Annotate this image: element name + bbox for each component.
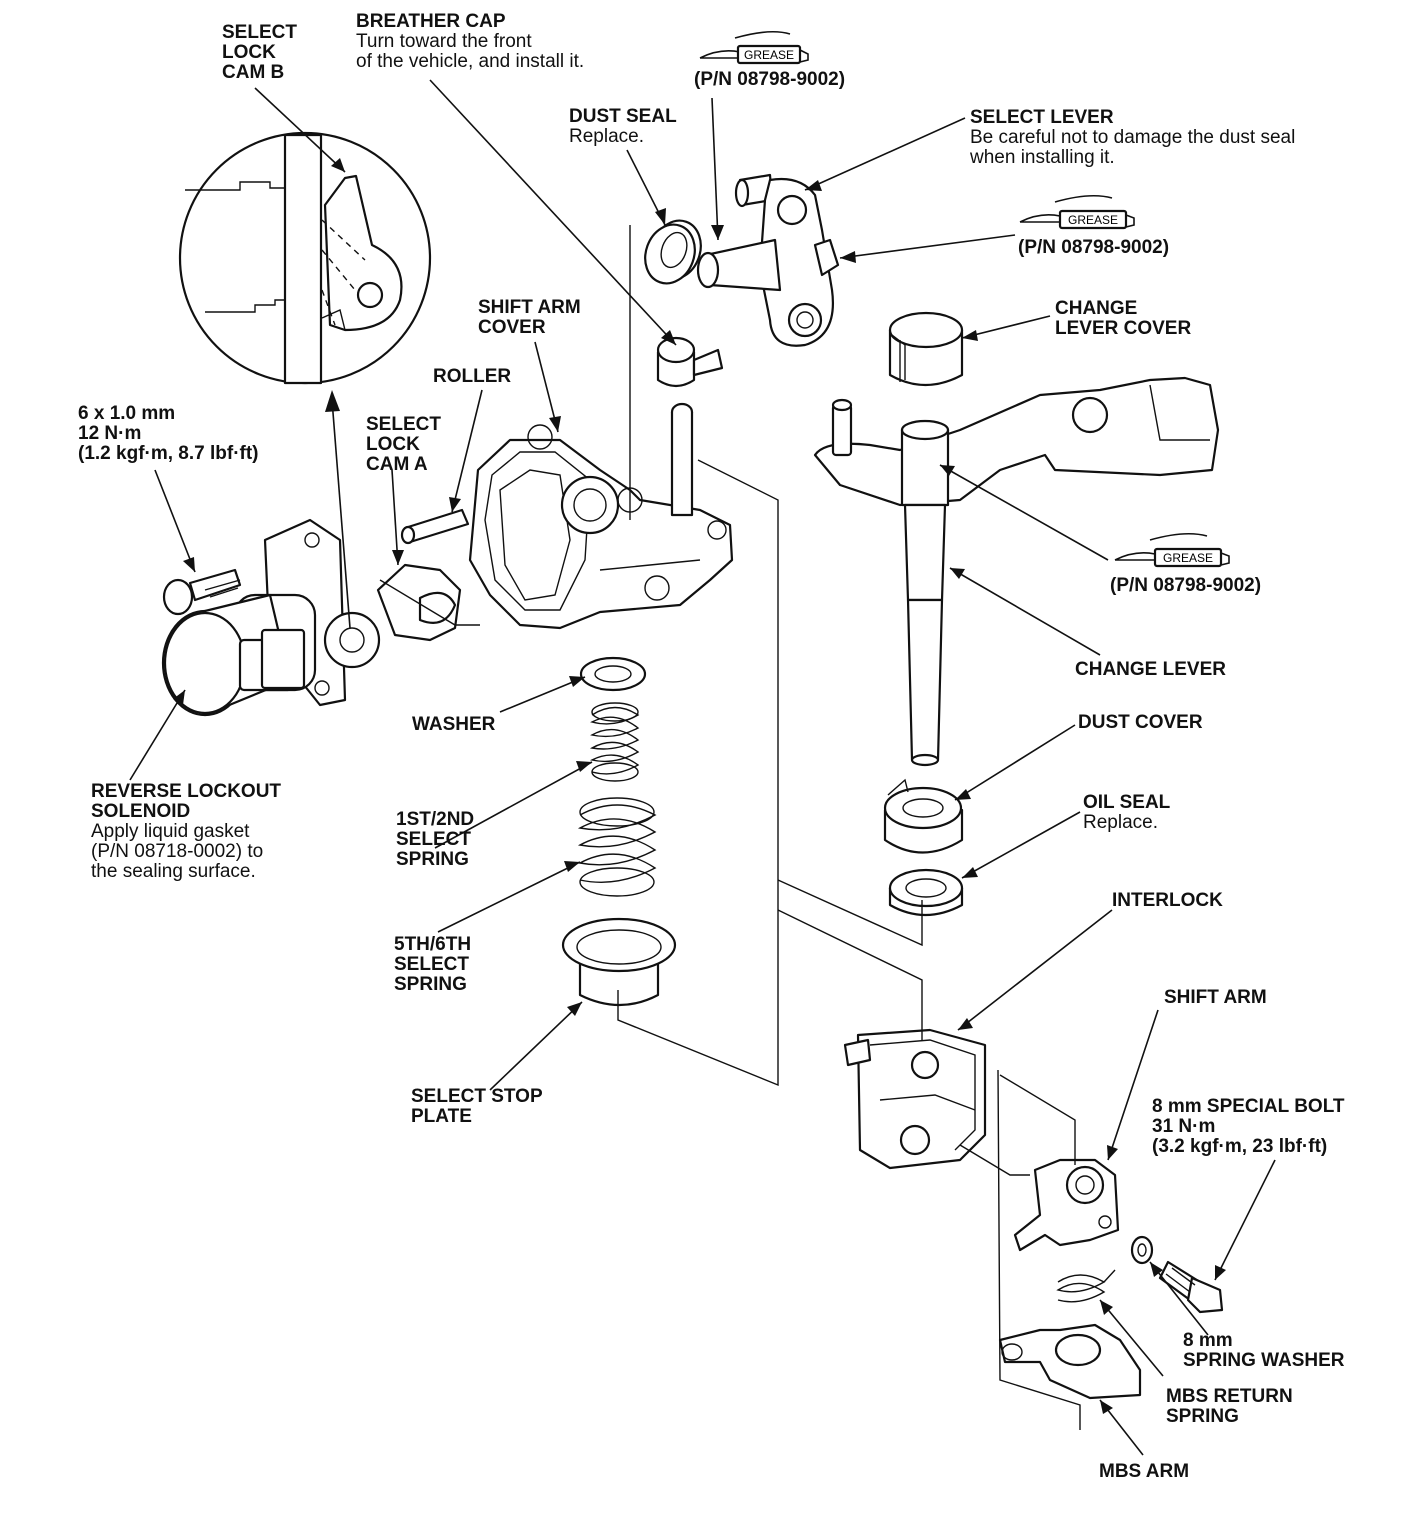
washer: [579, 656, 647, 692]
grease-tag-1: GREASE: [744, 48, 794, 62]
shift-arm: [1013, 1158, 1120, 1252]
label-grease-pn-2: (P/N 08798-9002): [1018, 237, 1170, 258]
dust-seal: [644, 219, 702, 285]
label-dust-cover: DUST COVER: [1078, 712, 1203, 733]
label-shift-arm-cover: SHIFT ARM COVER: [478, 297, 581, 338]
label-change-lever: CHANGE LEVER: [1075, 659, 1226, 680]
grease-tag-3: GREASE: [1163, 551, 1213, 565]
arrowheads: [173, 158, 1226, 1414]
label-mbs-return-spring: MBS RETURN SPRING: [1166, 1386, 1293, 1427]
oil-seal: [888, 868, 964, 916]
label-special-bolt: 8 mm SPECIAL BOLT 31 N·m (3.2 kgf·m, 23 …: [1152, 1096, 1345, 1157]
bolt-6mm: [162, 568, 242, 616]
change-lever-cover: [888, 311, 964, 386]
select-spring-5th-6th: [577, 797, 657, 897]
label-mbs-arm: MBS ARM: [1099, 1461, 1190, 1482]
alignment-lines: [379, 225, 1081, 1430]
label-grease-pn-1: (P/N 08798-9002): [694, 69, 846, 90]
leader-lines: [129, 79, 1276, 1456]
select-spring-1st-2nd: [589, 702, 640, 782]
label-shift-arm: SHIFT ARM: [1164, 987, 1267, 1008]
label-bolt-6mm: 6 x 1.0 mm 12 N·m (1.2 kgf·m, 8.7 lbf·ft…: [78, 403, 259, 464]
grease-tube-3: GREASE: [1114, 532, 1230, 568]
interlock: [843, 1028, 987, 1170]
label-roller: ROLLER: [433, 366, 512, 387]
label-spring-5th-6th: 5TH/6TH SELECT SPRING: [394, 934, 472, 995]
detail-arrow: [325, 390, 351, 629]
label-washer: WASHER: [412, 714, 496, 735]
dust-cover: [883, 778, 964, 854]
change-lever: [813, 376, 1220, 767]
label-select-stop-plate: SELECT STOP PLATE: [411, 1086, 543, 1127]
mbs-return-spring: [1056, 1269, 1116, 1303]
label-change-lever-cover: CHANGE LEVER COVER: [1055, 298, 1192, 339]
label-select-lock-cam-b: SELECT LOCK CAM B: [222, 22, 297, 83]
reverse-lockout-solenoid: [161, 518, 381, 717]
shift-arm-cover: [468, 402, 734, 630]
breather-cap: [656, 336, 724, 388]
select-stop-plate: [561, 917, 677, 1007]
mbs-arm: [998, 1323, 1142, 1400]
select-lever: [696, 173, 840, 347]
label-select-lock-cam-a: SELECT LOCK CAM A: [366, 414, 441, 475]
select-lock-cam-a: [376, 563, 462, 642]
detail-circle: [178, 131, 432, 385]
label-grease-pn-3: (P/N 08798-9002): [1110, 575, 1262, 596]
grease-tag-2: GREASE: [1068, 213, 1118, 227]
label-spring-1st-2nd: 1ST/2ND SELECT SPRING: [396, 809, 475, 870]
label-interlock: INTERLOCK: [1112, 890, 1223, 911]
grease-tube-2: GREASE: [1019, 194, 1135, 230]
label-spring-washer: 8 mm SPRING WASHER: [1183, 1330, 1345, 1371]
spring-washer: [1130, 1235, 1154, 1265]
roller: [400, 508, 470, 545]
grease-tube-1: GREASE: [699, 30, 809, 65]
special-bolt-8mm: [1158, 1260, 1224, 1314]
